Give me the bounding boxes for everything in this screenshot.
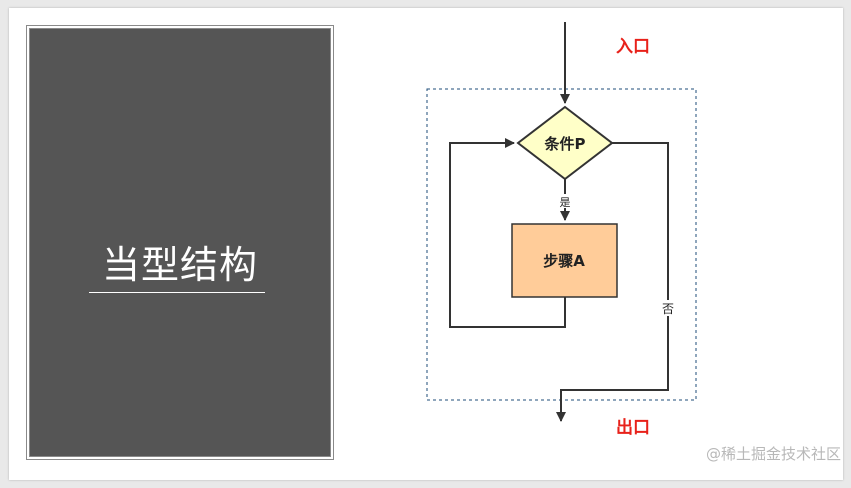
yes-label-bg — [557, 194, 573, 208]
step-box — [511, 223, 618, 298]
step-label: 步骤A — [543, 252, 585, 270]
title-panel: 当型结构 — [26, 25, 334, 460]
entry-label: 入口 — [616, 37, 650, 57]
no-path-line — [556, 142, 669, 422]
panel-title: 当型结构 — [101, 243, 258, 287]
exit-label: 出口 — [616, 417, 650, 438]
loop-back-line — [449, 138, 566, 328]
no-label: 否 — [662, 302, 674, 316]
condition-label: 条件P — [544, 135, 586, 153]
watermark: @稀土掘金技术社区 — [705, 445, 841, 463]
yes-label: 是 — [560, 196, 571, 209]
slide: 当型结构 — [9, 8, 843, 480]
title-underline — [89, 292, 265, 293]
no-label-bg — [660, 300, 676, 316]
